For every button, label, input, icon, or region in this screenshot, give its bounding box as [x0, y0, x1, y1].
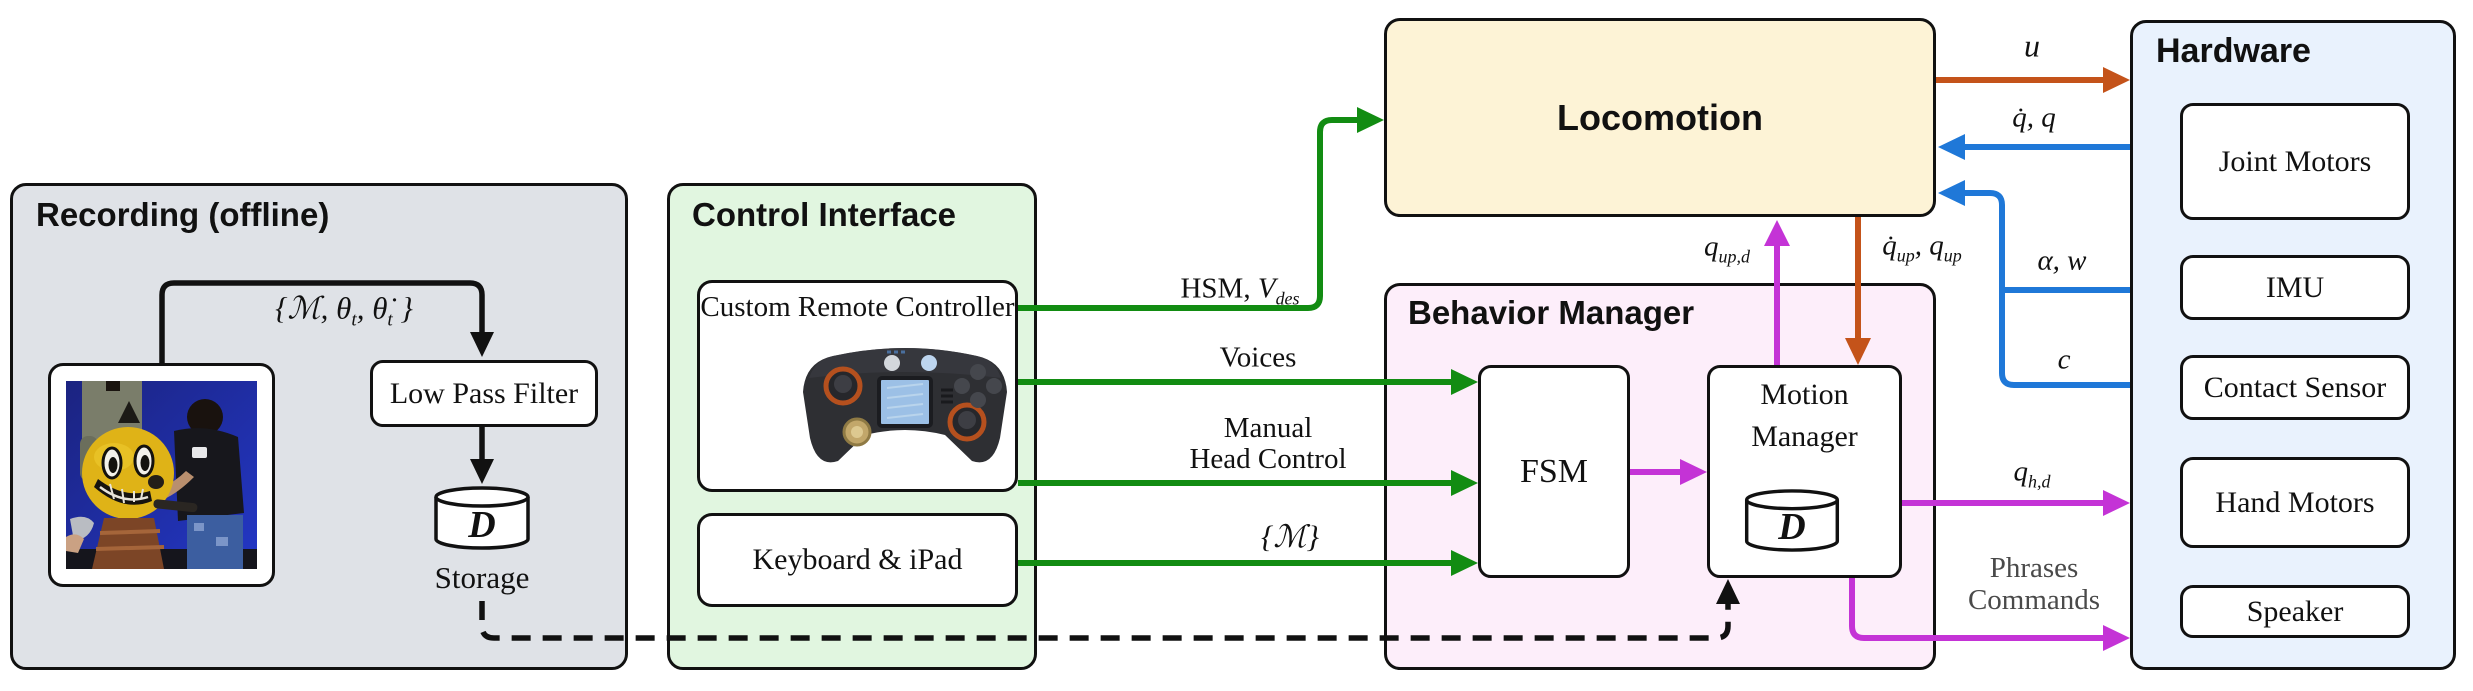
low-pass-filter-box: Low Pass Filter: [370, 360, 598, 427]
label-phrases-commands: Phrases Commands: [1967, 552, 2101, 616]
robot-photo-frame: [48, 363, 275, 587]
storage-db-letter: D: [468, 504, 496, 546]
hardware-item-imu: IMU: [2180, 255, 2410, 320]
arrow-qdot-q: [1938, 134, 2130, 160]
arrow-u: [1936, 67, 2130, 93]
label-qdot-q: q̇, q: [2012, 101, 2056, 134]
label-q-up-d: qup,d: [1704, 230, 1750, 267]
motion-db-letter: D: [1778, 506, 1806, 548]
label-set-m: {ℳ}: [1261, 519, 1319, 554]
motion-manager-label-2: Manager: [1751, 420, 1858, 453]
remote-controller-label: Custom Remote Controller: [700, 291, 1015, 323]
label-c: c: [2057, 343, 2071, 376]
label-manual-head-control: Manual Head Control: [1189, 412, 1347, 475]
label-q-h-d: qh,d: [2013, 455, 2051, 492]
label-record-signal: {ℳ, θt, θ̇t }: [275, 290, 413, 331]
storage-database-icon: D: [432, 485, 532, 551]
label-hsm-vdes: HSM, Vdes: [1180, 272, 1300, 309]
storage-label: Storage: [434, 560, 530, 595]
hardware-item-hand-motors: Hand Motors: [2180, 457, 2410, 548]
hardware-item-contact-sensor: Contact Sensor: [2180, 355, 2410, 420]
recording-title: Recording (offline): [36, 196, 330, 233]
behavior-manager-title: Behavior Manager: [1408, 294, 1695, 331]
control-interface-title: Control Interface: [692, 196, 957, 233]
label-u: u: [2024, 27, 2040, 64]
label-voices: Voices: [1219, 341, 1297, 374]
locomotion-title: Locomotion: [1557, 96, 1763, 138]
locomotion-panel: Locomotion: [1384, 18, 1936, 217]
hardware-item-speaker: Speaker: [2180, 585, 2410, 638]
arrow-q-h-d: [1902, 490, 2130, 516]
hardware-item-joint-motors: Joint Motors: [2180, 103, 2410, 220]
keyboard-ipad-box: Keyboard & iPad: [697, 513, 1018, 607]
motion-manager-label-1: Motion: [1760, 378, 1849, 411]
arrow-alpha-w-c: [1938, 180, 2130, 388]
motion-database-icon: D: [1742, 488, 1842, 553]
remote-controller-box: Custom Remote Controller: [697, 280, 1018, 492]
label-alpha-w: α, w: [2037, 244, 2087, 277]
label-qdot-up-q-up: q̇up, qup: [1882, 229, 1962, 266]
hardware-title: Hardware: [2156, 32, 2311, 70]
fsm-box: FSM: [1478, 365, 1630, 578]
